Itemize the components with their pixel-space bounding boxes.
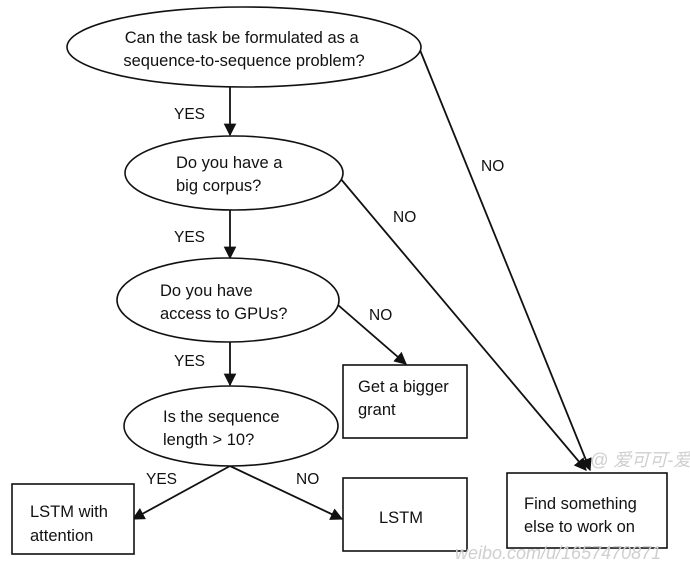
edge-label-q3-no: NO [369,307,392,324]
outcome-lstm-attention: LSTM with attention [11,483,135,555]
outcome-find-else-line-2: else to work on [524,518,635,536]
decision-q3-shape [116,257,340,343]
edge-q1-to-find-else [419,49,592,472]
edge-label-q2-yes: YES [174,229,205,246]
decision-q1-shape [66,6,422,88]
decision-q4-line-1: Is the sequence [163,408,280,426]
outcome-bigger-grant: Get a bigger grant [342,364,468,439]
edge-q3-to-bigger-grant [337,304,407,365]
decision-q1-text: Can the task be formulated as a sequence… [123,29,364,70]
edge-label-q4-no: NO [296,471,319,488]
edge-q4-to-lstm [229,465,344,520]
decision-q1-line-1: Can the task be formulated as a [125,29,360,47]
decision-q2-line-2: big corpus? [176,177,261,195]
decision-q3-text: Do you have access to GPUs? [160,282,287,323]
watermark-url: weibo.com/u/1657470871 [455,543,661,563]
outcome-find-else-shape [506,472,668,549]
outcome-bigger-grant-line-1: Get a bigger [358,378,449,396]
decision-q3-line-1: Do you have [160,282,253,300]
outcome-find-else: Find something else to work on [506,472,668,549]
decision-q1: Can the task be formulated as a sequence… [66,6,422,88]
edge-label-q4-yes: YES [146,471,177,488]
outcome-bigger-grant-text: Get a bigger grant [358,378,453,419]
decision-q4-line-2: length > 10? [163,431,254,449]
decision-q2: Do you have a big corpus? [124,135,344,211]
outcome-lstm-line-1: LSTM [379,509,423,527]
decision-q4: Is the sequence length > 10? [123,385,339,467]
outcome-lstm-attention-line-2: attention [30,527,93,545]
outcome-find-else-text: Find something else to work on [524,495,641,536]
outcome-lstm-attention-line-1: LSTM with [30,503,108,521]
decision-q4-text: Is the sequence length > 10? [163,408,284,449]
edge-q2-to-find-else [339,177,587,471]
decision-q4-shape [123,385,339,467]
edge-label-q2-no: NO [393,209,416,226]
watermark: @ 爱可可-爱生活 weibo.com/u/1657470871 [455,450,690,563]
decision-q2-line-1: Do you have a [176,154,283,172]
edge-labels: YES NO YES NO YES NO YES NO [146,106,504,488]
edges [131,49,592,520]
edge-label-q3-yes: YES [174,353,205,370]
outcome-bigger-grant-line-2: grant [358,401,396,419]
watermark-logo: @ 爱可可-爱生活 [590,450,690,470]
decision-q3-line-2: access to GPUs? [160,305,287,323]
decision-q2-text: Do you have a big corpus? [176,154,287,195]
decision-q1-line-2: sequence-to-sequence problem? [123,52,364,70]
outcome-lstm-text: LSTM [379,509,423,527]
outcome-find-else-line-1: Find something [524,495,637,513]
edge-q4-to-lstm-attention [131,465,231,520]
outcome-lstm-attention-shape [11,483,135,555]
outcome-lstm-attention-text: LSTM with attention [30,503,113,545]
outcome-lstm: LSTM [342,477,468,552]
outcome-bigger-grant-shape [342,364,468,439]
edge-label-q1-no: NO [481,158,504,175]
decision-q2-shape [124,135,344,211]
outcome-lstm-shape [342,477,468,552]
edge-label-q1-yes: YES [174,106,205,123]
decision-q3: Do you have access to GPUs? [116,257,340,343]
